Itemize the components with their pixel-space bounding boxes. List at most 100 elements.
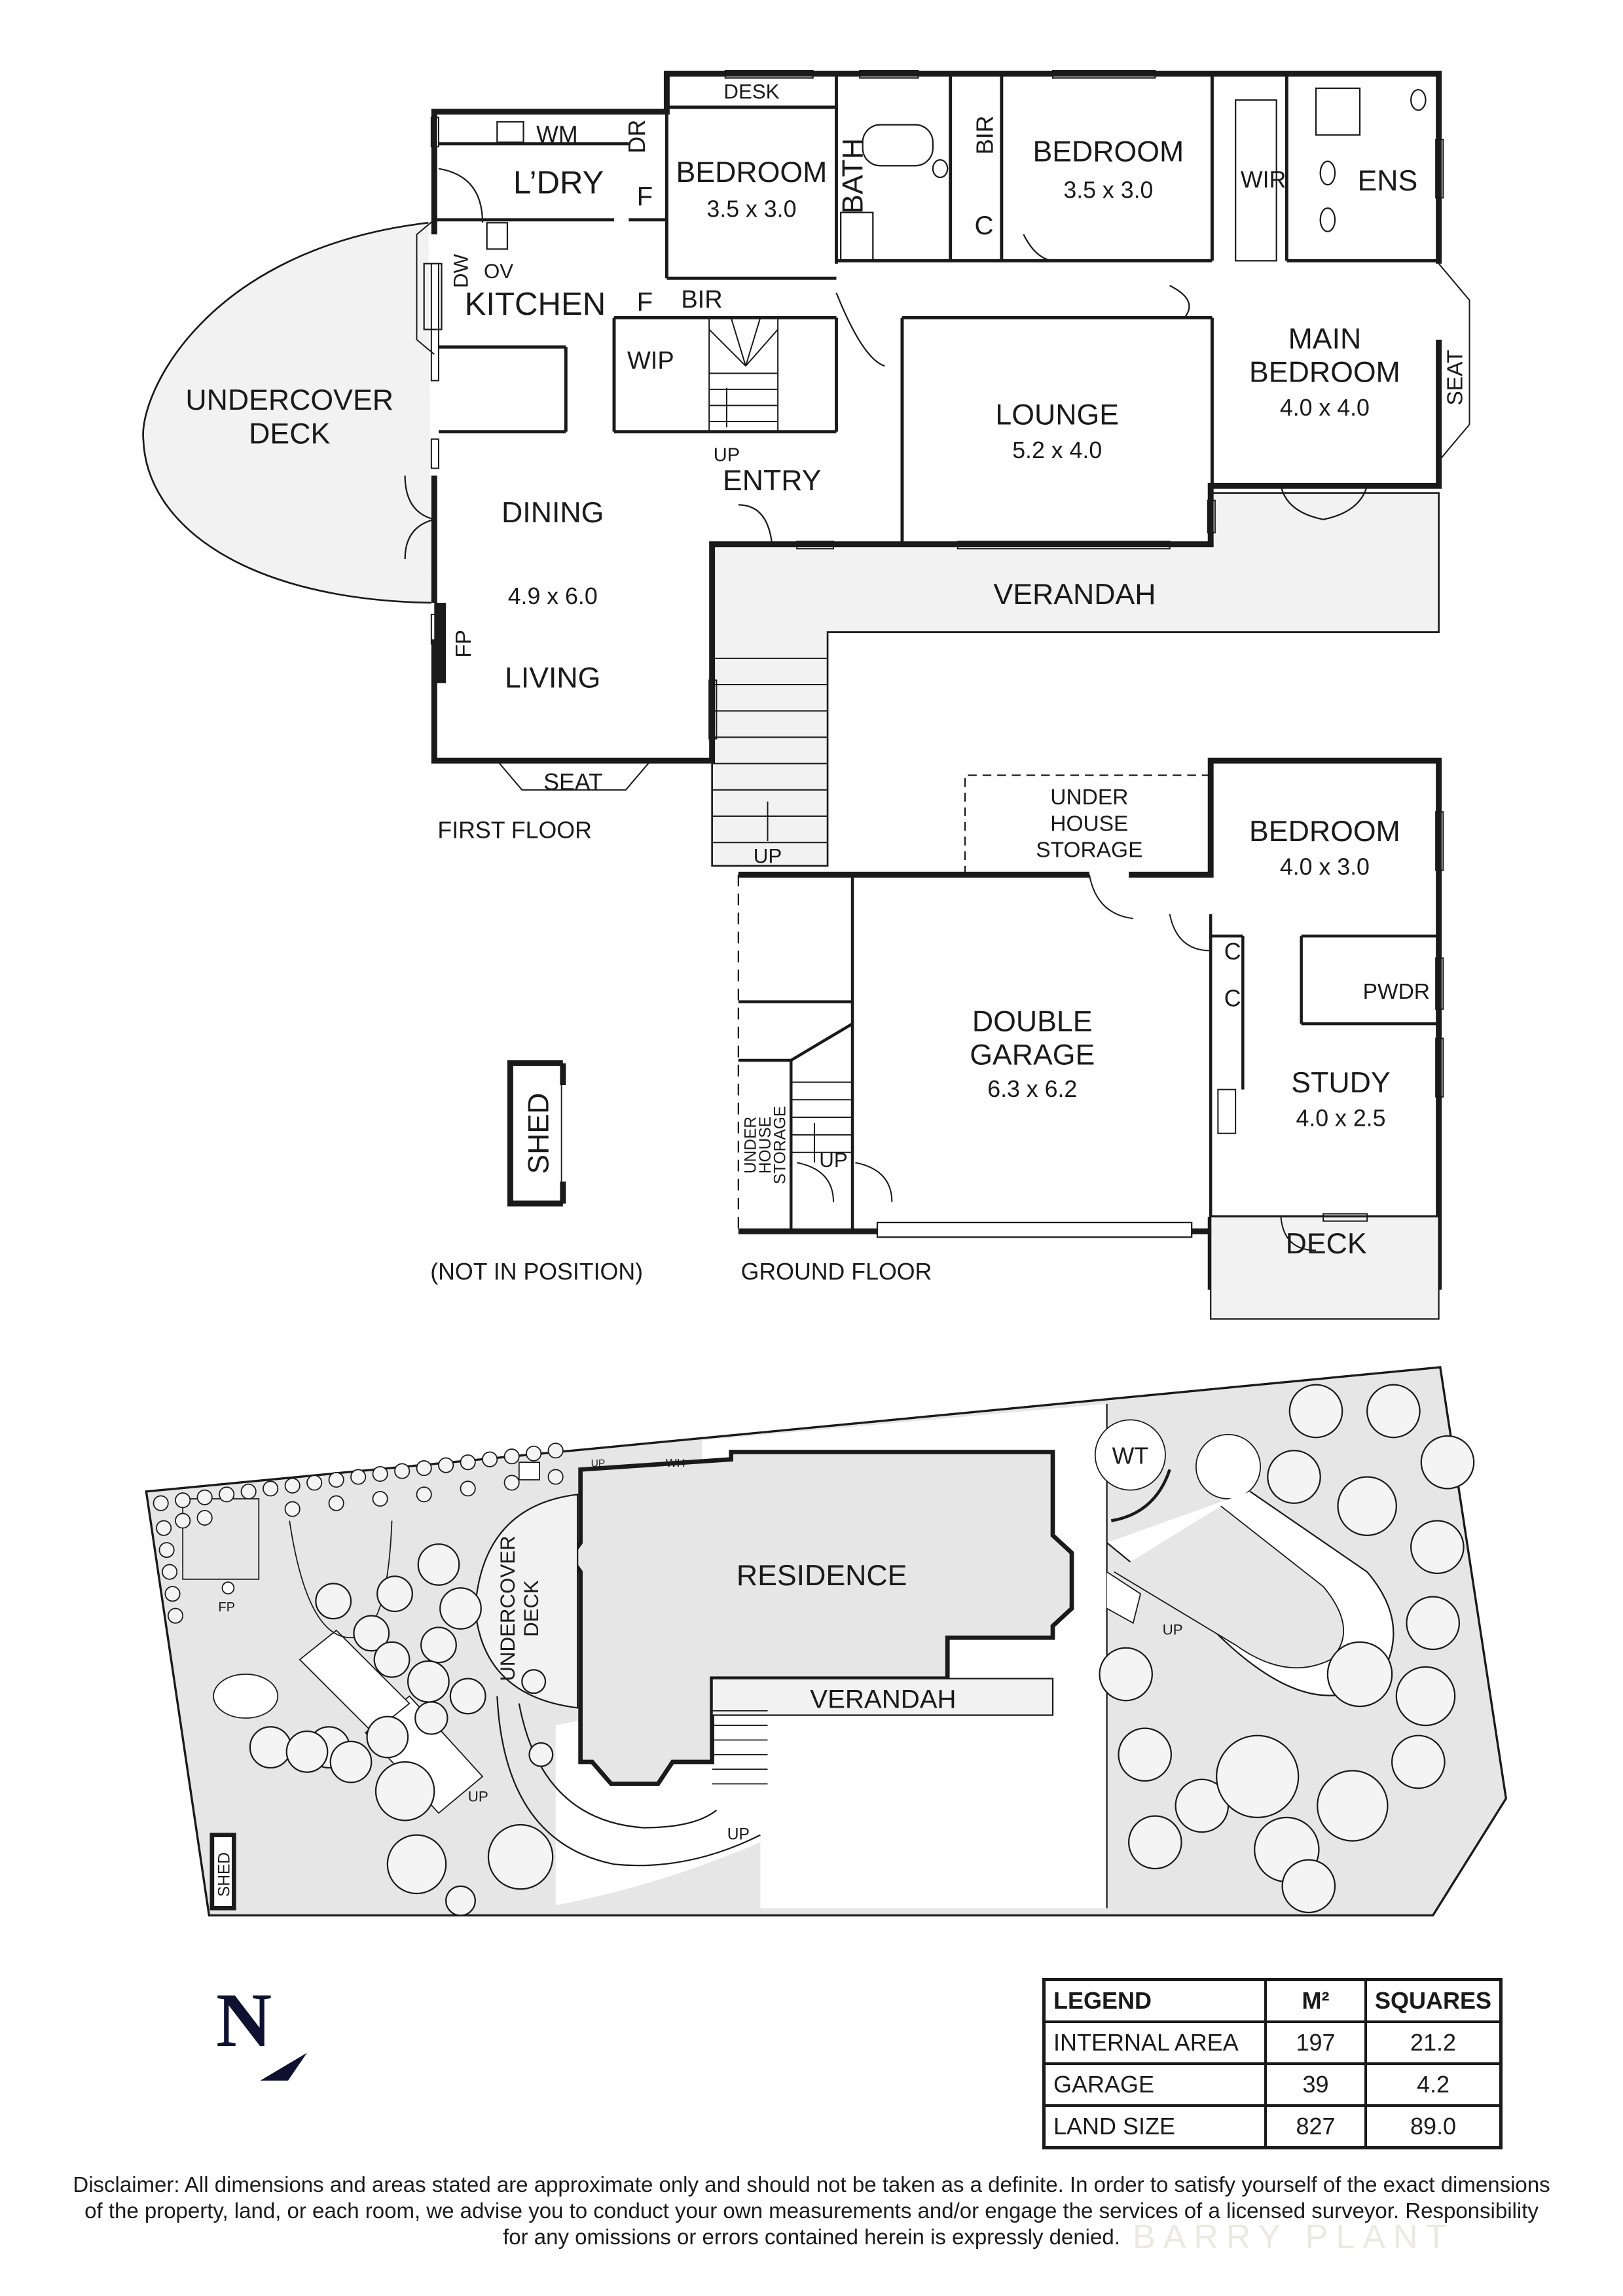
label-fp: FP (452, 630, 476, 658)
legend-row-m2: 39 (1264, 2062, 1367, 2107)
room-label-living: LIVING (505, 662, 600, 694)
site-label-wh: WH (666, 1456, 685, 1469)
ground-floor-title: GROUND FLOOR (741, 1259, 932, 1285)
room-size-lounge: 5.2 x 4.0 (1012, 437, 1102, 463)
deck-shape (1210, 1215, 1440, 1320)
site-label-fp: FP (218, 1600, 235, 1615)
label-wip: WIP (627, 348, 674, 375)
room-size-study: 4.0 x 2.5 (1296, 1105, 1385, 1131)
room-label-entry: ENTRY (723, 465, 822, 497)
room-label-dining: DINING (501, 497, 604, 529)
label-seat-living: SEAT (543, 769, 603, 795)
room-label-kitchen: KITCHEN (465, 287, 606, 322)
site-label-up-2: UP (727, 1825, 750, 1843)
site-label-up-4: UP (591, 1458, 606, 1469)
label-side-storage-1: UNDER (742, 1117, 760, 1174)
site-label-undercover-1: UNDERCOVER (496, 1535, 519, 1681)
first-floor-title: FIRST FLOOR (437, 817, 592, 844)
room-label-bath: BATH (837, 138, 869, 214)
room-label-ground-bedroom: BEDROOM (1249, 816, 1400, 848)
label-seat-main: SEAT (1443, 350, 1467, 406)
label-undercover-deck-1: UNDERCOVER (185, 384, 393, 416)
legend-header-label: LEGEND (1042, 1978, 1267, 2023)
pathway (496, 1696, 761, 1867)
site-label-shed: SHED (216, 1852, 234, 1897)
label-desk: DESK (723, 80, 779, 103)
under-house-storage-dashed (964, 774, 1211, 875)
site-label-up-3: UP (1163, 1622, 1183, 1638)
legend-row-label: GARAGE (1042, 2062, 1267, 2107)
legend-row: LAND SIZE 827 89.0 (1042, 2104, 1503, 2149)
label-pwdr: PWDR (1363, 980, 1430, 1004)
label-ov: OV (484, 260, 513, 283)
legend-row-label: INTERNAL AREA (1042, 2020, 1267, 2065)
shed-detached (507, 1060, 566, 1207)
first-floor-plan (142, 70, 1470, 867)
label-c-1: C (1224, 939, 1241, 965)
label-c-2: C (1224, 985, 1241, 1011)
room-label-lounge: LOUNGE (995, 399, 1119, 431)
legend-table: LEGEND M² SQUARES INTERNAL AREA 197 21.2… (1042, 1978, 1503, 2149)
label-ground-stairs-up: UP (819, 1149, 847, 1172)
room-label-bedroom-1: BEDROOM (676, 156, 828, 188)
legend-row-label: LAND SIZE (1042, 2104, 1267, 2149)
compass: N (216, 1982, 321, 2073)
room-label-laundry: L’DRY (513, 166, 604, 201)
disclaimer-line-1: Disclaimer: All dimensions and areas sta… (73, 2172, 1550, 2197)
site-label-wt: WT (1112, 1443, 1149, 1469)
room-size-main-bedroom: 4.0 x 4.0 (1280, 395, 1370, 421)
north-arrow-icon (260, 2053, 307, 2081)
room-size-ground-bedroom: 4.0 x 3.0 (1280, 853, 1370, 880)
label-up-entry: UP (714, 444, 740, 465)
site-label-up-1: UP (468, 1788, 488, 1804)
label-wir: WIR (1241, 167, 1286, 193)
hedge (153, 1443, 564, 1624)
label-side-storage-3: STORAGE (771, 1106, 789, 1185)
legend-row-squares: 21.2 (1364, 2020, 1503, 2065)
label-under-house-storage-1: UNDER (1050, 785, 1128, 810)
label-under-house-storage-2: HOUSE (1050, 812, 1128, 836)
label-f-kitchen: F (637, 287, 653, 316)
legend-header-row: LEGEND M² SQUARES (1042, 1978, 1503, 2023)
disclaimer-line-3: for any omissions or errors contained he… (503, 2225, 1120, 2249)
label-side-storage-2: HOUSE (757, 1117, 775, 1174)
legend-row: INTERNAL AREA 197 21.2 (1042, 2020, 1503, 2065)
room-size-bedroom-1: 3.5 x 3.0 (706, 196, 796, 222)
label-dw: DW (450, 253, 473, 288)
room-label-double-garage-1: DOUBLE (972, 1005, 1093, 1037)
room-label-main-bedroom-1: MAIN (1288, 323, 1362, 355)
fireplace (434, 602, 447, 683)
site-plan (145, 1366, 1508, 1917)
site-label-undercover-2: DECK (520, 1580, 543, 1637)
legend-row-squares: 89.0 (1364, 2104, 1503, 2149)
internal-stairs (708, 317, 779, 432)
external-stairs (712, 657, 828, 844)
label-f-laundry: F (637, 181, 653, 211)
room-label-double-garage-2: GARAGE (970, 1039, 1095, 1071)
label-bir-2: BIR (972, 116, 998, 155)
label-stairs-up: UP (754, 844, 782, 867)
doors (404, 168, 1368, 559)
room-label-study: STUDY (1291, 1067, 1390, 1099)
room-size-double-garage: 6.3 x 6.2 (987, 1076, 1077, 1102)
trees (249, 1384, 1475, 1916)
disclaimer-line-2: of the property, land, or each room, we … (84, 2198, 1539, 2223)
legend-row: GARAGE 39 4.2 (1042, 2062, 1503, 2107)
compass-letter: N (216, 1977, 272, 2063)
label-verandah: VERANDAH (993, 579, 1156, 611)
site-label-verandah: VERANDAH (810, 1684, 956, 1713)
legend-row-m2: 827 (1264, 2104, 1367, 2149)
site-verandah (711, 1677, 1054, 1716)
room-size-living-dining: 4.9 x 6.0 (508, 583, 598, 609)
room-size-bedroom-2: 3.5 x 3.0 (1063, 177, 1153, 203)
label-wm: WM (536, 121, 577, 147)
label-dr: DR (624, 120, 650, 154)
label-bir-1: BIR (681, 286, 722, 314)
room-label-deck: DECK (1286, 1228, 1367, 1260)
label-undercover-deck-2: DECK (249, 418, 330, 450)
legend-row-squares: 4.2 (1364, 2062, 1503, 2107)
room-label-ensuite: ENS (1358, 165, 1418, 197)
undercover-deck-shape (142, 221, 431, 604)
room-label-bedroom-2: BEDROOM (1032, 136, 1184, 168)
